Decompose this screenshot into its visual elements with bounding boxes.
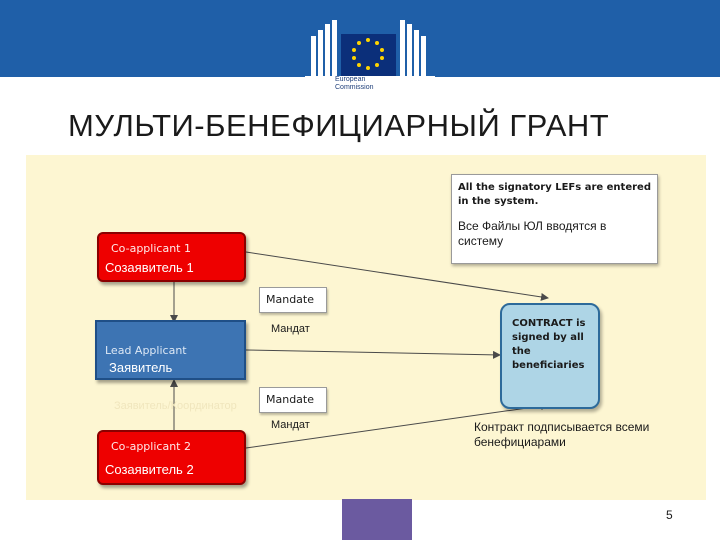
mandate-box-1: Mandate	[259, 287, 327, 313]
contract-caption: Контракт подписывается всеми бенефициара…	[474, 420, 650, 449]
lead-applicant-box: Lead Applicant Заявитель	[95, 320, 246, 380]
arrow-co2-to-contract	[245, 402, 549, 449]
logo-text: European Commission	[335, 76, 374, 92]
co-applicant-2-box: Co-applicant 2 Созаявитель 2	[97, 430, 246, 485]
header: European Commission	[0, 0, 720, 96]
mandate-2-en: Mandate	[266, 393, 315, 406]
logo-text-line: European	[335, 76, 366, 83]
lead-applicant-en: Lead Applicant	[105, 344, 187, 357]
mandate-1-en: Mandate	[266, 293, 315, 306]
arrow-co1-to-contract	[245, 251, 549, 301]
page-number: 5	[666, 508, 673, 522]
logo-text-line: Commission	[335, 84, 374, 91]
european-commission-logo	[305, 16, 435, 94]
co-applicant-1-box: Co-applicant 1 Созаявитель 1	[97, 232, 246, 282]
arrow-lead-to-contract	[245, 349, 501, 359]
lead-applicant-ru: Заявитель	[109, 360, 173, 375]
contract-en: CONTRACT is signed by all the beneficiar…	[512, 318, 586, 371]
co-applicant-1-en: Co-applicant 1	[111, 242, 191, 255]
signatory-info-en: All the signatory LEFs are entered in th…	[458, 182, 651, 207]
co-applicant-1-ru: Созаявитель 1	[105, 260, 194, 275]
co-applicant-2-ru: Созаявитель 2	[105, 462, 194, 477]
co-applicant-2-en: Co-applicant 2	[111, 440, 191, 453]
mandate-2-ru: Мандат	[271, 419, 310, 431]
faded-label: Заявитель/Координатор	[114, 400, 237, 412]
footer-logo	[342, 499, 412, 540]
signatory-info-ru: Все Файлы ЮЛ вводятся в систему	[458, 219, 607, 248]
mandate-1-ru: Мандат	[271, 323, 310, 335]
page-title: МУЛЬТИ-БЕНЕФИЦИАРНЫЙ ГРАНТ	[68, 108, 610, 143]
mandate-box-2: Mandate	[259, 387, 327, 413]
contract-box: CONTRACT is signed by all the beneficiar…	[500, 303, 600, 409]
signatory-info-box: All the signatory LEFs are entered in th…	[451, 174, 658, 264]
